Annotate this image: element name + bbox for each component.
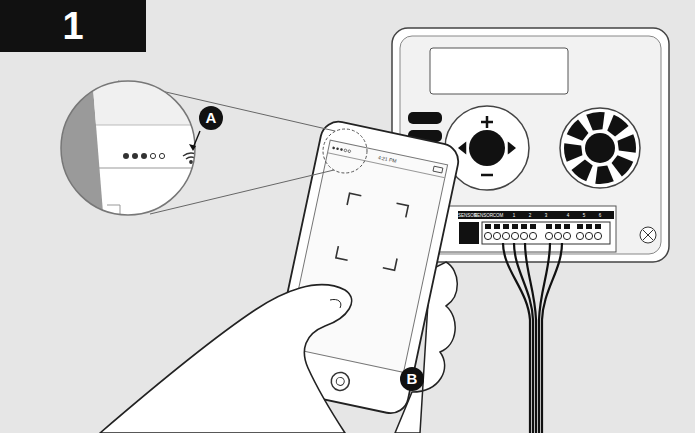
- home-button: [330, 371, 351, 392]
- bezel-edge: [96, 125, 205, 126]
- dial-segment: [595, 166, 613, 184]
- screw: [640, 227, 656, 243]
- terminal-label: COM: [490, 212, 506, 219]
- wire: [514, 243, 533, 433]
- terminal-slot: [530, 224, 536, 229]
- wire: [539, 243, 550, 433]
- status-time: 4:21 PM: [377, 154, 396, 164]
- step-number: 1: [62, 5, 83, 47]
- terminal-screw: [529, 232, 536, 239]
- screen-corner: [107, 205, 120, 230]
- wire: [542, 243, 562, 433]
- display: [430, 48, 568, 94]
- pad-symbols: [460, 116, 514, 175]
- terminal-slot: [586, 224, 592, 229]
- terminal-screw: [594, 232, 601, 239]
- callout-letter: A: [199, 106, 223, 130]
- wire: [503, 243, 530, 433]
- arrow-pad: [445, 106, 529, 190]
- terminal-slot: [503, 224, 509, 229]
- terminal-label-strip: [458, 211, 614, 219]
- dial-segment: [586, 112, 604, 130]
- zoom-ground: [55, 75, 205, 225]
- scan-frame: [336, 193, 408, 270]
- signal-dot: [159, 153, 164, 158]
- signal-dot: [132, 153, 138, 159]
- zoom-detail: [55, 75, 205, 230]
- terminal-label: 4: [560, 212, 576, 219]
- terminal-slot: [555, 224, 561, 229]
- dial-segment: [564, 143, 582, 161]
- dial-segment: [618, 134, 636, 152]
- center-button: [469, 130, 505, 166]
- step-box: 1: [0, 0, 146, 52]
- terminal-screw: [484, 232, 491, 239]
- signal-dot: [150, 153, 155, 158]
- terminal-screw: [493, 232, 500, 239]
- screw-slot: [643, 230, 653, 240]
- terminal-slot: [512, 224, 518, 229]
- terminal-screw: [554, 232, 561, 239]
- terminal-screw: [585, 232, 592, 239]
- terminal-label: 1: [506, 212, 522, 219]
- dial-center: [585, 133, 615, 163]
- zoom-marker: [323, 129, 367, 173]
- wifi-icon: [183, 153, 199, 163]
- leader-arrowhead: [189, 144, 196, 151]
- phone-screen: [286, 140, 447, 372]
- terminal-slot: [485, 224, 491, 229]
- terminal-block: [482, 222, 610, 244]
- terminal-slot: [595, 224, 601, 229]
- terminal-label: 6: [592, 212, 608, 219]
- dial-segment: [607, 115, 628, 137]
- terminal-label: 5: [576, 212, 592, 219]
- terminal-screw: [511, 232, 518, 239]
- terminal-label: 3: [538, 212, 554, 219]
- terminal-label: SENSOR: [474, 212, 490, 219]
- dial: [560, 108, 640, 188]
- callout-letter: B: [400, 367, 424, 391]
- signal-dot: [123, 153, 129, 159]
- dial-segment: [571, 160, 592, 182]
- terminal-label: 2: [522, 212, 538, 219]
- terminal-screw: [576, 232, 583, 239]
- terminal-slot: [521, 224, 527, 229]
- terminal-slot: [546, 224, 552, 229]
- signal-dot: [141, 153, 147, 159]
- wires: [503, 243, 562, 433]
- terminal-bay: [420, 206, 616, 252]
- connector: [459, 222, 479, 244]
- signal-dots: [332, 146, 351, 152]
- wire: [525, 243, 536, 433]
- button: [408, 112, 442, 124]
- terminal-screw: [502, 232, 509, 239]
- terminal-screw: [545, 232, 552, 239]
- thumbnail: [330, 299, 341, 308]
- battery-icon: [433, 166, 443, 173]
- terminal-slot: [564, 224, 570, 229]
- terminal-label: SENSOR: [458, 212, 474, 219]
- zoom-circle: [61, 81, 195, 215]
- hand: [100, 285, 352, 433]
- terminal-screw: [563, 232, 570, 239]
- dial-segments: [564, 112, 636, 184]
- terminal-slot: [494, 224, 500, 229]
- terminal-slot: [577, 224, 583, 229]
- status-bar: [328, 153, 445, 178]
- dial-segment: [612, 155, 634, 176]
- home-button-inner: [336, 377, 345, 386]
- terminal-screws: [484, 224, 601, 240]
- terminal-screw: [520, 232, 527, 239]
- dial-segment: [567, 119, 589, 140]
- status-line: [99, 167, 205, 168]
